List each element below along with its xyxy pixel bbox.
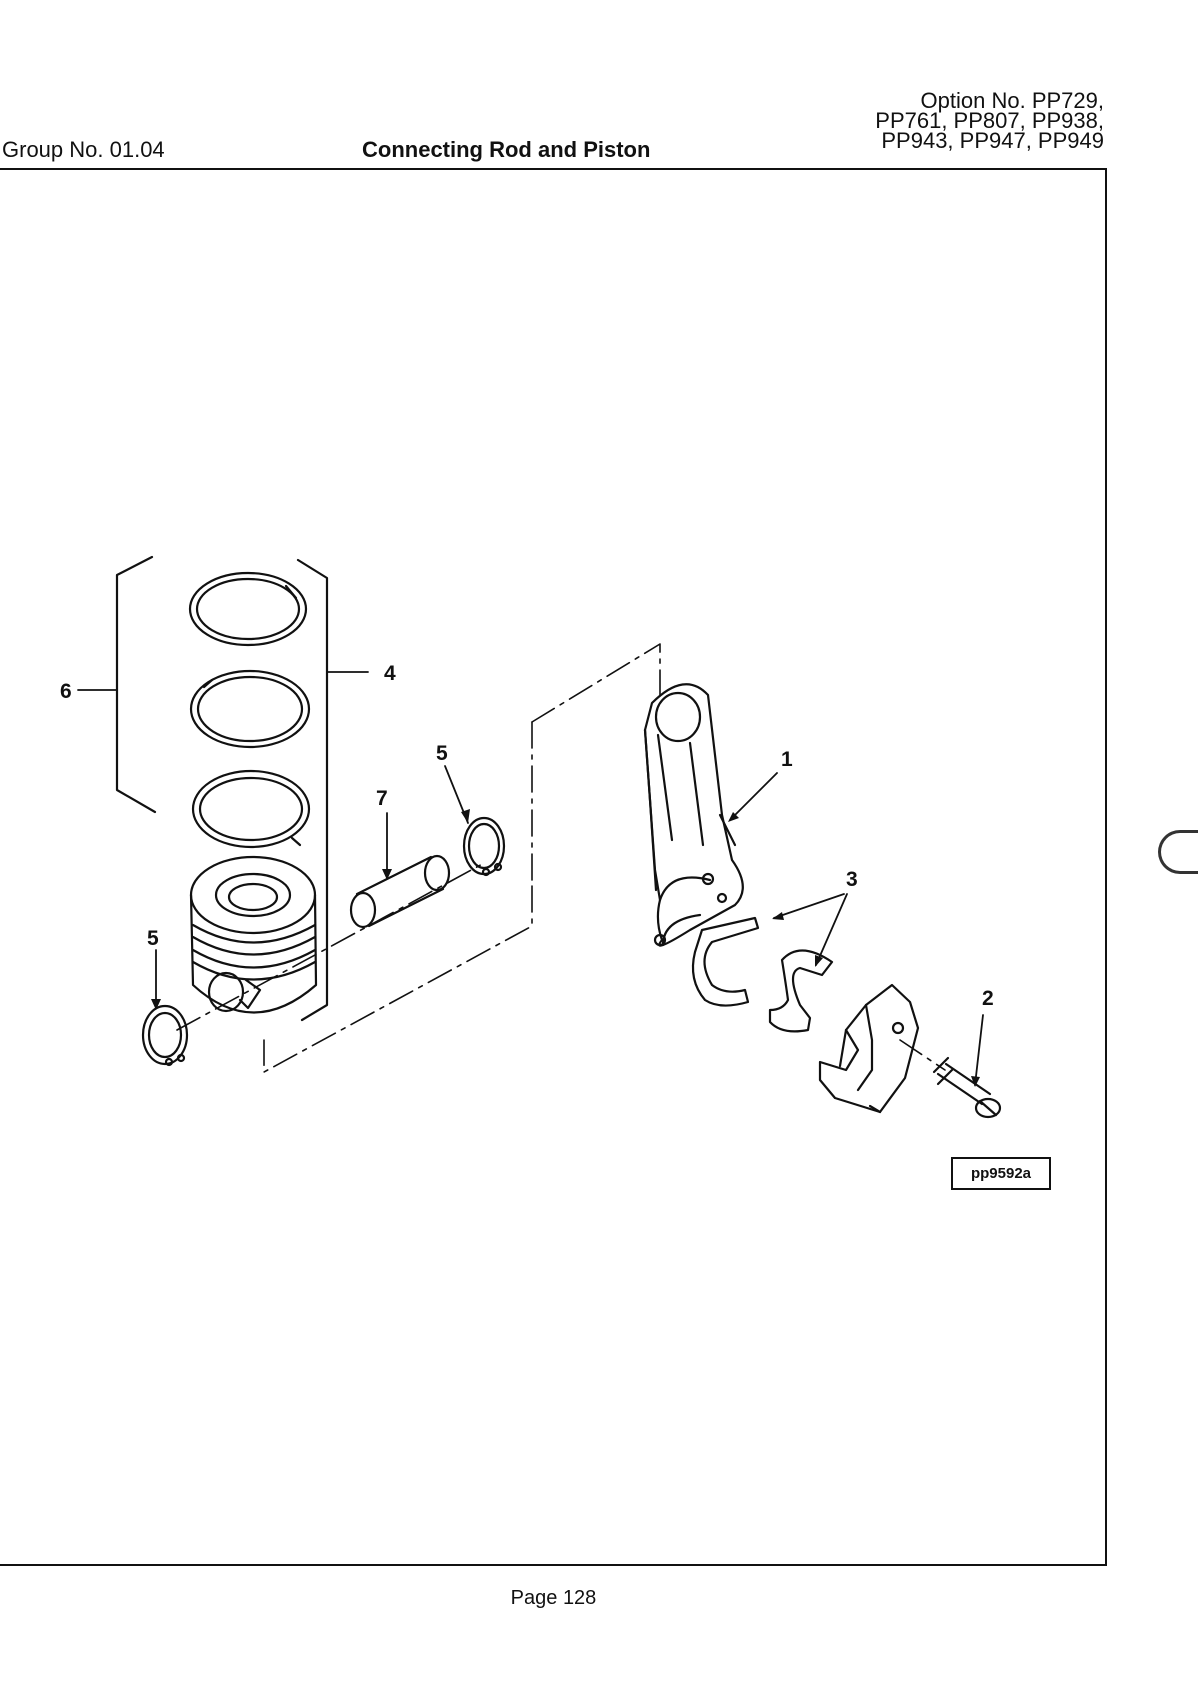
oil-ring bbox=[191, 769, 311, 849]
group-number: Group No. 01.04 bbox=[2, 137, 165, 162]
callout-numbers: 6 4 5 7 5 1 3 2 bbox=[60, 662, 994, 1010]
callout-4: 4 bbox=[384, 662, 396, 685]
footer-rule bbox=[0, 1564, 1107, 1566]
callout-5-right: 5 bbox=[436, 742, 448, 765]
page-number: Page 128 bbox=[510, 1587, 597, 1609]
retaining-ring-left bbox=[141, 1004, 189, 1067]
piston-pin bbox=[349, 854, 451, 929]
callout-6: 6 bbox=[60, 680, 72, 703]
option-line: PP761, PP807, PP938, bbox=[875, 108, 1104, 133]
assembly-centerlines bbox=[176, 643, 946, 1073]
option-line: Option No. PP729, bbox=[920, 88, 1104, 113]
header-rule bbox=[0, 168, 1107, 170]
retaining-ring-right bbox=[462, 816, 506, 877]
page-title: Connecting Rod and Piston bbox=[362, 137, 651, 162]
option-numbers: Option No. PP729, PP761, PP807, PP938, P… bbox=[875, 88, 1104, 153]
piston-rings bbox=[188, 571, 311, 849]
callout-3: 3 bbox=[846, 868, 858, 891]
piston bbox=[189, 855, 318, 1014]
rod-cap bbox=[818, 983, 920, 1114]
option-line: PP943, PP947, PP949 bbox=[881, 128, 1104, 153]
callout-5-left: 5 bbox=[147, 927, 159, 950]
ring-set-bracket bbox=[115, 555, 329, 1022]
callout-7: 7 bbox=[376, 787, 388, 810]
figure-reference: pp9592a bbox=[951, 1157, 1051, 1190]
bearing-shells bbox=[691, 916, 834, 1033]
rod-bolt bbox=[932, 1056, 1002, 1119]
connecting-rod bbox=[643, 683, 744, 947]
leader-lines bbox=[77, 671, 984, 1086]
callout-2: 2 bbox=[982, 987, 994, 1010]
frame-border-right bbox=[1105, 168, 1107, 1566]
callout-1: 1 bbox=[781, 748, 793, 771]
top-ring bbox=[188, 571, 308, 647]
second-ring bbox=[189, 669, 311, 749]
binding-hole-mark bbox=[1158, 830, 1198, 874]
leader-arrowheads bbox=[151, 809, 980, 1087]
